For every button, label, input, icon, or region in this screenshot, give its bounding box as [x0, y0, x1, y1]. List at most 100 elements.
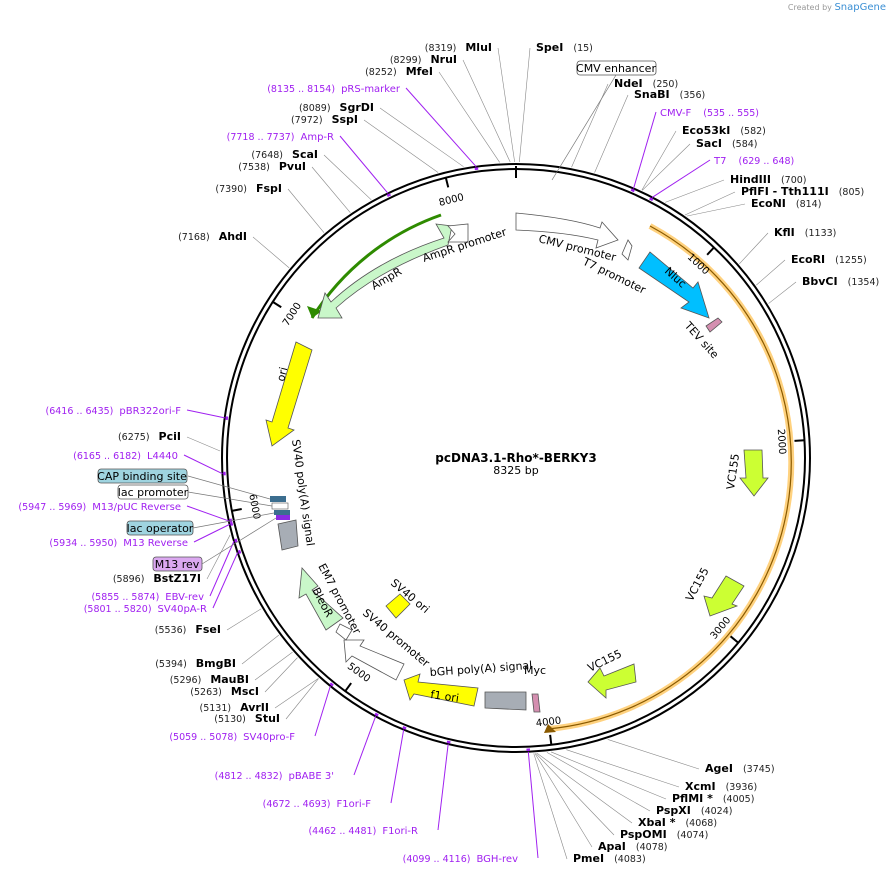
cmv-promoter-feature[interactable] — [515, 212, 619, 249]
enzyme-site-9[interactable]: (6275) PciI — [118, 430, 181, 443]
enzyme-name: PciI — [159, 430, 181, 443]
enzyme-name: NdeI — [614, 77, 643, 90]
enzyme-leader-32 — [536, 753, 633, 824]
m13-feature[interactable] — [276, 515, 290, 520]
primer-leader-13 — [437, 744, 449, 831]
enzyme-site-11[interactable]: (5536) FseI — [155, 623, 221, 636]
primer-leader-1 — [339, 135, 389, 194]
enzyme-site-20[interactable]: Eco53kI(582) — [682, 124, 766, 137]
enzyme-site-19[interactable]: SnaBI(356) — [634, 88, 705, 101]
lac-operator-box[interactable]: lac operator — [126, 520, 194, 536]
enzyme-leader-9 — [186, 436, 221, 452]
enzyme-site-14[interactable]: (5263) MscI — [190, 685, 259, 698]
enzyme-site-23[interactable]: PflFI - Tth111I(805) — [741, 185, 864, 198]
primer-mark-9 — [237, 549, 242, 554]
enzyme-site-7[interactable]: (7390) FspI — [215, 182, 282, 195]
primer-name: SV40pA-R — [158, 604, 207, 615]
enzyme-site-0[interactable]: (8319) MluI — [425, 41, 492, 54]
primer-0[interactable]: (8135 .. 8154)pRS-marker — [267, 84, 401, 95]
enzyme-site-18[interactable]: NdeI (250) — [614, 77, 678, 90]
lac-promoter-box[interactable]: lac promoter — [117, 484, 189, 500]
enzyme-leader-29 — [566, 749, 680, 788]
enzyme-site-33[interactable]: PspOMI(4074) — [620, 828, 708, 841]
sv40-promoter-feature[interactable] — [343, 639, 405, 681]
primer-mark-11 — [374, 712, 379, 717]
primer-2[interactable]: CMV-F(535 .. 555) — [660, 108, 759, 119]
enzyme-site-1[interactable]: (8299) NruI — [390, 53, 457, 66]
f1-ori-feature[interactable] — [403, 673, 479, 707]
cmv-enhancer-box[interactable]: CMV enhancer — [576, 60, 656, 76]
enzyme-site-15[interactable]: (5131) AvrII — [199, 701, 269, 714]
primer-12[interactable]: (4672 .. 4693)F1ori-F — [263, 799, 372, 810]
enzyme-site-22[interactable]: HindIII(700) — [730, 173, 807, 186]
primer-range: (4812 .. 4832) — [215, 771, 283, 782]
primer-1[interactable]: (7718 .. 7737)Amp-R — [227, 132, 334, 143]
enzyme-site-3[interactable]: (8089) SgrDI — [299, 101, 374, 114]
m13-rev-box[interactable]: M13 rev — [152, 556, 203, 572]
bgh-polya-feature[interactable] — [484, 691, 527, 711]
enzyme-site-32[interactable]: XbaI *(4068) — [638, 816, 717, 829]
ori-feature[interactable] — [265, 341, 313, 447]
enzyme-site-35[interactable]: PmeI(4083) — [573, 852, 646, 865]
enzyme-name: AvrII — [240, 701, 269, 714]
enzyme-site-12[interactable]: (5394) BmgBI — [155, 657, 236, 670]
sv40-polya-feature[interactable] — [277, 519, 299, 551]
enzyme-name: PflMI * — [672, 792, 713, 805]
enzyme-position: (8252) — [365, 67, 400, 78]
enzyme-site-21[interactable]: SacI(584) — [696, 137, 758, 150]
enzyme-site-25[interactable]: KflI(1133) — [774, 226, 836, 239]
enzyme-site-28[interactable]: AgeI(3745) — [705, 762, 775, 775]
nluc-feature[interactable] — [638, 251, 710, 319]
primer-range: (5947 .. 5969) — [18, 502, 86, 513]
vc155-feature-1[interactable] — [739, 449, 769, 497]
enzyme-site-8[interactable]: (7168) AhdI — [178, 230, 247, 243]
tev-site-feature[interactable] — [705, 317, 723, 333]
enzyme-site-2[interactable]: (8252) MfeI — [365, 65, 433, 78]
enzyme-position: (7390) — [215, 184, 250, 195]
sv40-ori-feature[interactable] — [385, 593, 411, 619]
enzyme-leader-20 — [641, 130, 677, 191]
enzyme-position: (582) — [740, 126, 766, 137]
myc-feature[interactable] — [531, 693, 541, 713]
vc155-feature-3[interactable] — [587, 663, 637, 699]
enzyme-site-6[interactable]: (7538) PvuI — [238, 160, 306, 173]
enzyme-site-13[interactable]: (5296) MauBI — [170, 673, 249, 686]
enzyme-position: (250) — [653, 79, 679, 90]
primer-name: M13/pUC Reverse — [92, 502, 181, 513]
enzyme-site-27[interactable]: BbvCI(1354) — [802, 275, 879, 288]
primer-13[interactable]: (4462 .. 4481)F1ori-R — [308, 826, 418, 837]
enzyme-site-10[interactable]: (5896) BstZ17I — [113, 572, 201, 585]
primer-name: pRS-marker — [341, 84, 401, 95]
enzyme-site-31[interactable]: PspXI(4024) — [656, 804, 732, 817]
primer-9[interactable]: (5801 .. 5820)SV40pA-R — [84, 604, 207, 615]
enzyme-site-34[interactable]: ApaI(4078) — [598, 840, 668, 853]
enzyme-site-4[interactable]: (7972) SspI — [291, 113, 358, 126]
primer-6[interactable]: (5947 .. 5969) M13/pUC Reverse — [18, 502, 181, 513]
primer-8[interactable]: (5855 .. 5874)EBV-rev — [91, 592, 204, 603]
ampr-feature[interactable] — [317, 223, 453, 319]
primer-5[interactable]: (6165 .. 6182)L4440 — [73, 451, 178, 462]
vc155-feature-2[interactable] — [703, 575, 745, 617]
enzyme-position: (7972) — [291, 115, 326, 126]
cap-binding-site-box[interactable]: CAP binding site — [97, 468, 188, 484]
primer-14[interactable]: (4099 .. 4116)BGH-rev — [403, 854, 518, 865]
cap-feature[interactable] — [270, 496, 286, 502]
enzyme-site-24[interactable]: EcoNI(814) — [751, 197, 821, 210]
enzyme-site-29[interactable]: XcmI(3936) — [685, 780, 757, 793]
primer-4[interactable]: (6416 .. 6435)pBR322ori-F — [46, 406, 182, 417]
enzyme-site-17[interactable]: SpeI(15) — [536, 41, 593, 54]
enzyme-site-30[interactable]: PflMI *(4005) — [672, 792, 754, 805]
primer-10[interactable]: (5059 .. 5078)SV40pro-F — [169, 732, 295, 743]
primer-11[interactable]: (4812 .. 4832) pBABE 3' — [215, 771, 334, 782]
t7-promoter-feature[interactable] — [621, 239, 633, 261]
enzyme-site-26[interactable]: EcoRI(1255) — [791, 253, 867, 266]
primer-7[interactable]: (5934 .. 5950)M13 Reverse — [49, 538, 188, 549]
ampr-promoter-feature[interactable] — [447, 223, 469, 243]
enzyme-site-5[interactable]: (7648) ScaI — [251, 148, 318, 161]
bleor-feature[interactable] — [298, 567, 344, 631]
primer-name: pBABE 3' — [288, 771, 334, 782]
lac-operator-feature[interactable] — [274, 510, 290, 515]
em7-promoter-feature[interactable] — [335, 623, 353, 641]
enzyme-site-16[interactable]: (5130) StuI — [214, 712, 280, 725]
primer-3[interactable]: T7(629 .. 648) — [713, 156, 794, 167]
